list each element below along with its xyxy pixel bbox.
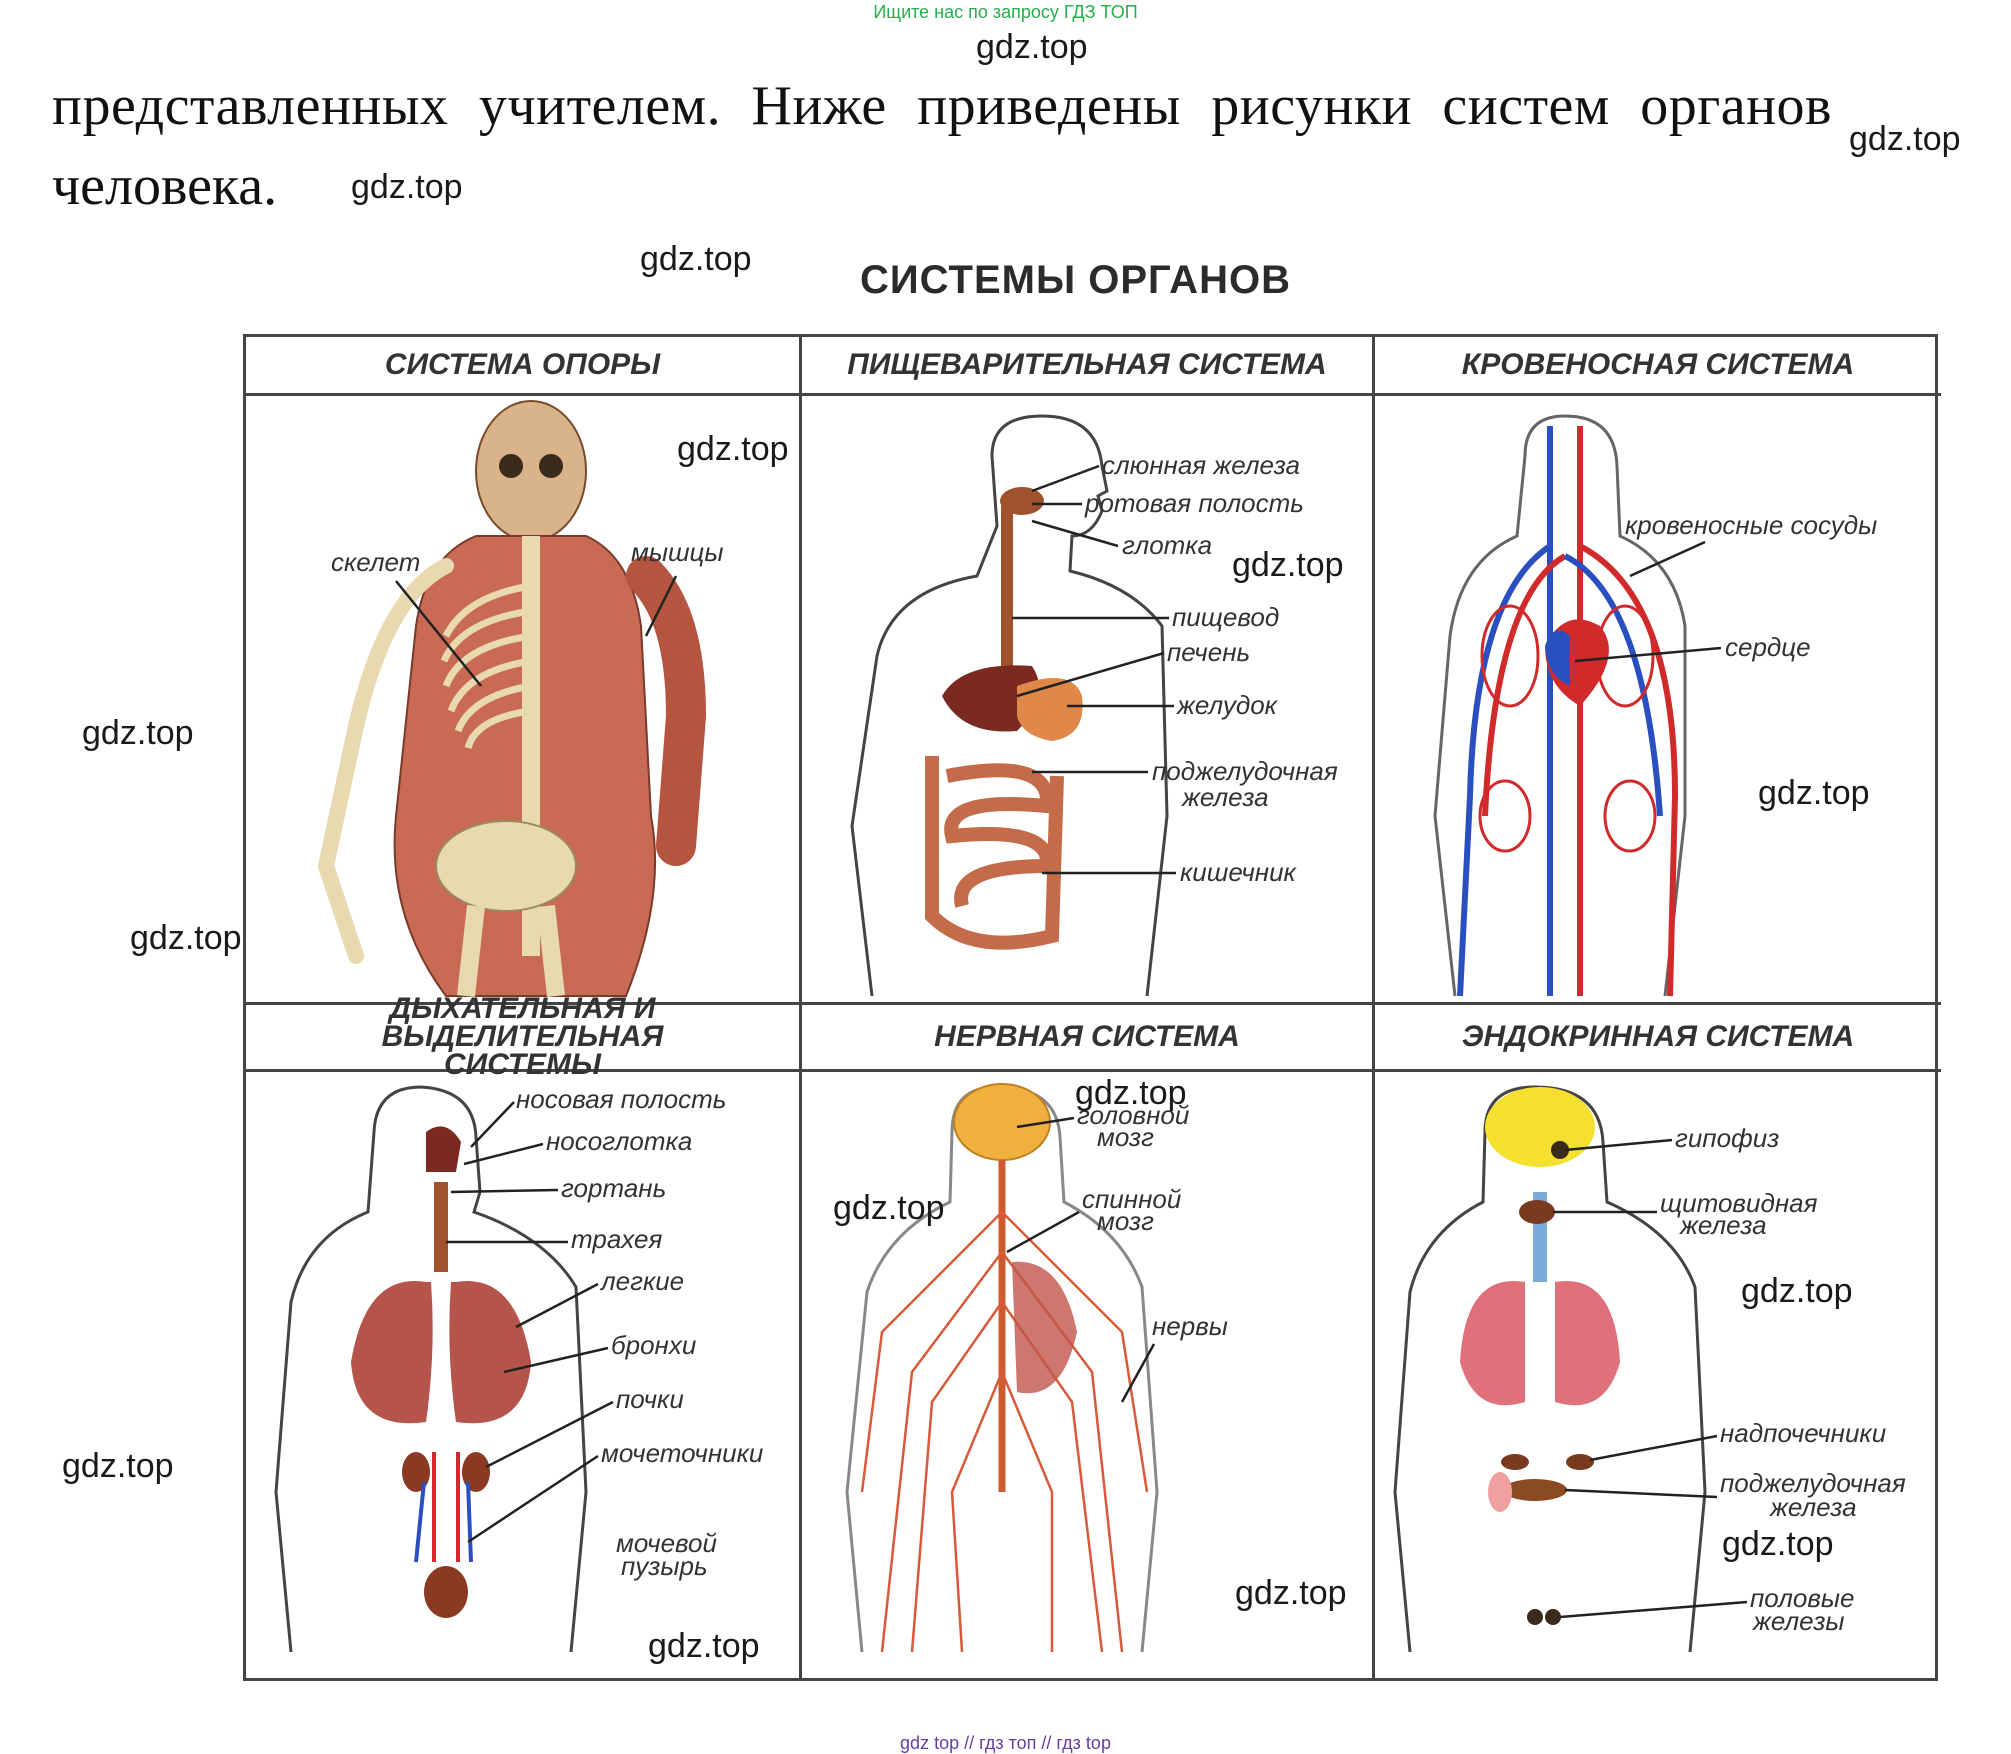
panel-title: КРОВЕНОСНАЯ СИСТЕМА xyxy=(1375,337,1941,396)
panel-title-line-2: СИСТЕМЫ xyxy=(443,1048,602,1081)
digestive-system-illustration: слюнная железа ротовая полость глотка пи… xyxy=(850,414,1338,997)
panel-nervous-system: НЕРВНАЯ СИСТЕМА головной мозг спинной мо… xyxy=(802,1005,1375,1678)
label-trachea: трахея xyxy=(571,1224,662,1254)
watermark: gdz.top xyxy=(1722,1525,1834,1563)
label-bladder-2: пузырь xyxy=(621,1551,708,1581)
panel-title-line-1: ДЫХАТЕЛЬНАЯ И ВЫДЕЛИТЕЛЬНАЯ xyxy=(381,992,664,1053)
label-brain-2: мозг xyxy=(1097,1122,1154,1152)
top-banner[interactable]: Ищите нас по запросу ГДЗ ТОП xyxy=(873,2,1138,22)
label-thyroid: щитовидная xyxy=(1660,1188,1818,1218)
label-salivary-gland: слюнная железа xyxy=(1102,450,1300,480)
label-lungs: легкие xyxy=(599,1266,684,1296)
label-adrenals: надпочечники xyxy=(1720,1418,1886,1448)
watermark: gdz.top xyxy=(1849,120,1961,158)
watermark: gdz.top xyxy=(1758,774,1870,812)
watermark: gdz.top xyxy=(1232,546,1344,584)
label-nasopharynx: носоглотка xyxy=(546,1126,692,1156)
bottom-banner[interactable]: gdz top // гдз топ // гдз top xyxy=(900,1733,1111,1753)
text-line-1: представленных учителем. Ниже приведены … xyxy=(52,75,1832,137)
label-gonads-2: железы xyxy=(1752,1606,1845,1636)
label-bladder: мочевой xyxy=(616,1528,717,1558)
label-larynx: гортань xyxy=(561,1173,666,1203)
label-oral-cavity: ротовая полость xyxy=(1084,488,1304,518)
label-pancreas-2: железа xyxy=(1181,782,1269,812)
body-text: представленных учителем. Ниже приведены … xyxy=(52,66,1852,226)
watermark: gdz.top xyxy=(833,1189,945,1227)
watermark: gdz.top xyxy=(1075,1074,1187,1112)
watermark: gdz.top xyxy=(976,28,1088,66)
panel-title: СИСТЕМА ОПОРЫ xyxy=(246,337,799,396)
text-line-2: человека. xyxy=(52,155,278,217)
label-bronchi: бронхи xyxy=(611,1330,696,1360)
label-pharynx: глотка xyxy=(1122,530,1212,560)
watermark: gdz.top xyxy=(130,919,242,957)
label-pituitary: гипофиз xyxy=(1675,1123,1779,1153)
label-stomach: желудок xyxy=(1176,690,1279,720)
label-spinal-cord-2: мозг xyxy=(1097,1206,1154,1236)
label-pancreas: поджелудочная xyxy=(1152,756,1338,786)
label-nasal-cavity: носовая полость xyxy=(516,1084,726,1114)
nervous-system-illustration: головной мозг спинной мозг нервы xyxy=(845,1083,1228,1653)
respiratory-excretory-illustration: носовая полость носоглотка гортань трахе… xyxy=(274,1084,763,1653)
label-brain: головной xyxy=(1077,1100,1189,1130)
label-blood-vessels: кровеносные сосуды xyxy=(1625,510,1877,540)
label-ureters: мочеточники xyxy=(601,1438,763,1468)
panel-respiratory-excretory-systems: ДЫХАТЕЛЬНАЯ И ВЫДЕЛИТЕЛЬНАЯ СИСТЕМЫ носо… xyxy=(246,994,802,1678)
label-gonads: половые xyxy=(1750,1583,1854,1613)
panel-title: ПИЩЕВАРИТЕЛЬНАЯ СИСТЕМА xyxy=(802,337,1372,396)
label-kidneys: почки xyxy=(616,1384,684,1414)
panel-digestive-system: ПИЩЕВАРИТЕЛЬНАЯ СИСТЕМА слюнная железа р… xyxy=(802,337,1375,1005)
panel-title: НЕРВНАЯ СИСТЕМА xyxy=(802,1005,1372,1072)
label-intestine: кишечник xyxy=(1180,857,1298,887)
organ-systems-figure: СИСТЕМА ОПОРЫ скелет мышцы ПИЩЕВ xyxy=(243,334,1941,1681)
watermark: gdz.top xyxy=(640,240,752,278)
support-system-illustration: скелет мышцы xyxy=(317,400,724,997)
figure-title: СИСТЕМЫ ОРГАНОВ xyxy=(860,258,1291,302)
label-esophagus: пищевод xyxy=(1172,602,1279,632)
watermark: gdz.top xyxy=(677,430,789,468)
panel-endocrine-system: ЭНДОКРИННАЯ СИСТЕМА гипофиз щитовидная ж… xyxy=(1375,1005,1941,1678)
label-heart: сердце xyxy=(1725,632,1811,662)
panel-support-system: СИСТЕМА ОПОРЫ скелет мышцы xyxy=(246,337,802,1005)
watermark: gdz.top xyxy=(82,714,194,752)
circulatory-system-illustration: кровеносные сосуды сердце xyxy=(1433,414,1877,997)
panel-circulatory-system: КРОВЕНОСНАЯ СИСТЕМА кровеносные сосуды с… xyxy=(1375,337,1941,1005)
label-liver: печень xyxy=(1167,637,1250,667)
label-pancreas: поджелудочная xyxy=(1720,1468,1906,1498)
label-nerves: нервы xyxy=(1152,1311,1228,1341)
label-skeleton: скелет xyxy=(331,547,420,577)
label-thyroid-2: железа xyxy=(1679,1210,1767,1240)
watermark: gdz.top xyxy=(62,1447,174,1485)
label-muscles: мышцы xyxy=(631,537,724,567)
label-pancreas-2: железа xyxy=(1769,1492,1857,1522)
watermark: gdz.top xyxy=(1235,1574,1347,1612)
watermark: gdz.top xyxy=(351,168,463,206)
endocrine-system-illustration: гипофиз щитовидная железа надпочечники п… xyxy=(1393,1085,1906,1653)
panel-title: ДЫХАТЕЛЬНАЯ И ВЫДЕЛИТЕЛЬНАЯ СИСТЕМЫ xyxy=(246,994,799,1080)
watermark: gdz.top xyxy=(1741,1272,1853,1310)
panel-title: ЭНДОКРИННАЯ СИСТЕМА xyxy=(1375,1005,1941,1072)
label-spinal-cord: спинной xyxy=(1082,1184,1181,1214)
watermark: gdz.top xyxy=(648,1627,760,1665)
